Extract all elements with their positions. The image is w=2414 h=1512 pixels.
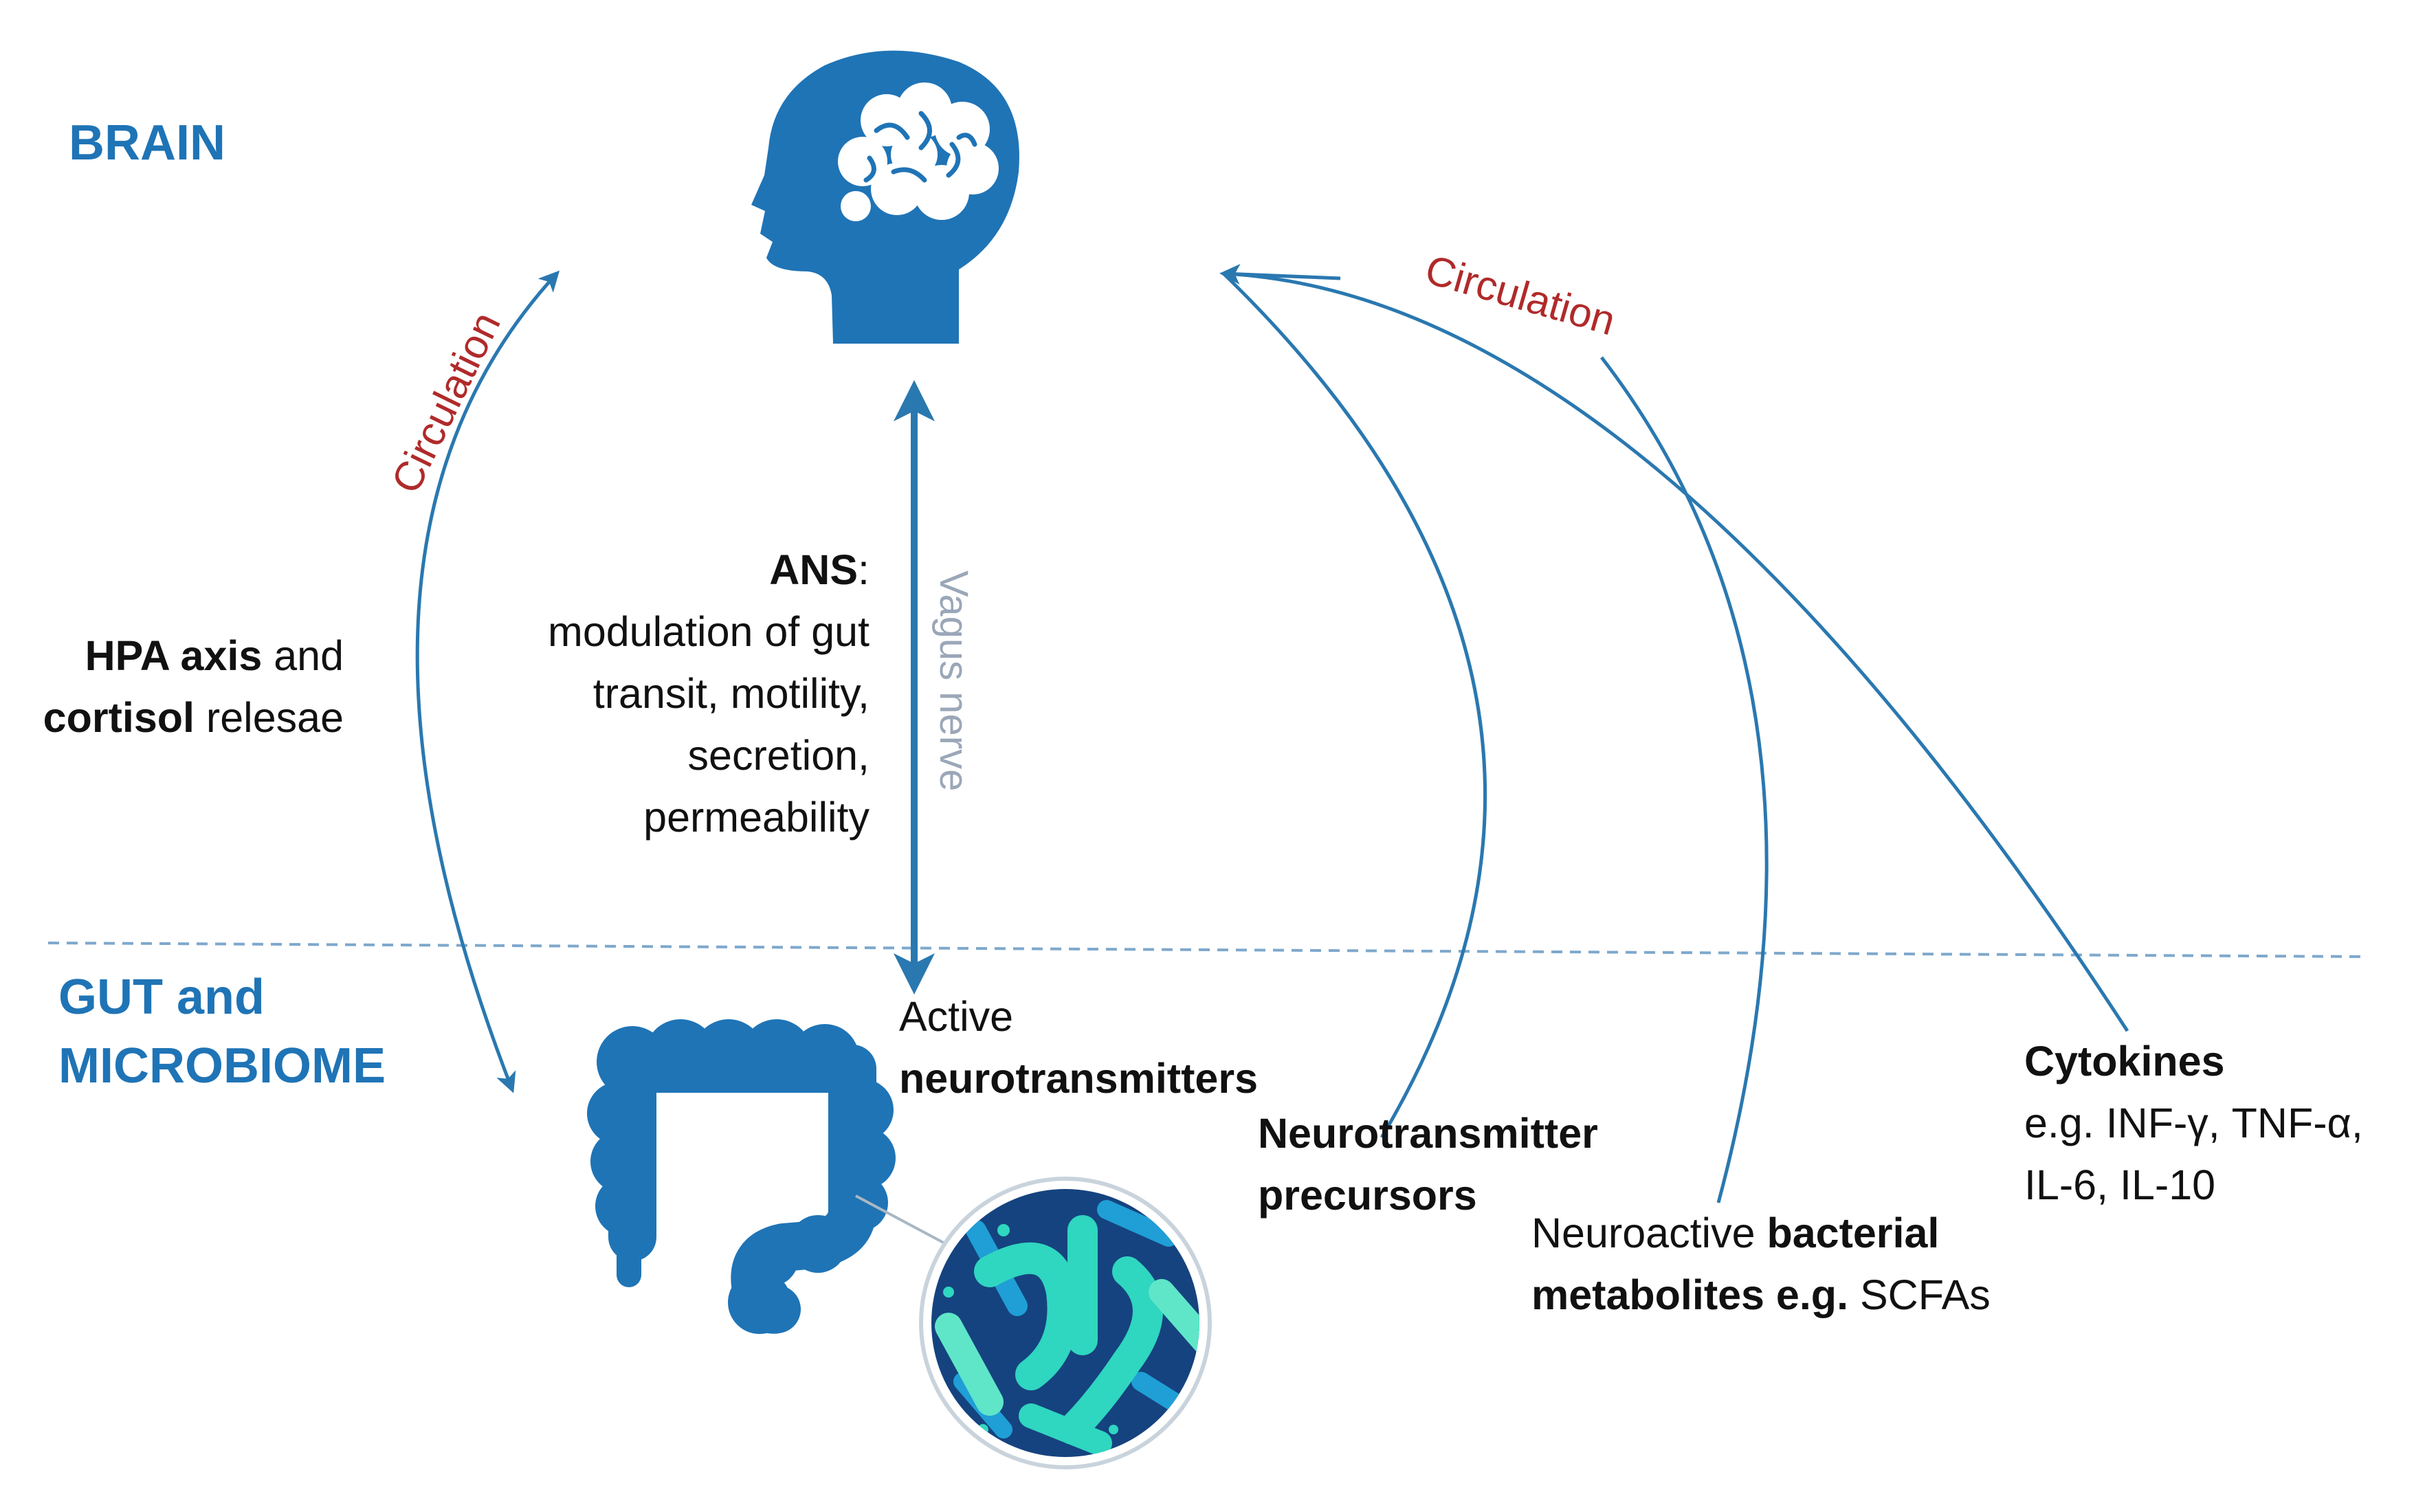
precursor-curve (1222, 272, 1487, 1139)
cytokines-line2: e.g. INF-γ, TNF-α, (2024, 1100, 2363, 1146)
metabolites-line2: metabolites e.g. SCFAs (1531, 1271, 1991, 1318)
ans-title: ANS: (769, 546, 870, 593)
hpa-line2: cortisol relesae (43, 694, 344, 741)
divider-line (47, 942, 2369, 958)
active-neuro-line2: neurotransmitters (899, 1055, 1258, 1102)
gut-label-line1: GUT and (58, 970, 265, 1025)
ans-line1: modulation of gut (548, 608, 870, 655)
cytokines-title: Cytokines (2024, 1038, 2225, 1085)
circulation-arrowhead (1219, 264, 1341, 285)
head-brain-icon (751, 50, 1019, 344)
ans-line2: transit, motility, (593, 670, 870, 717)
active-neuro-line1: Active (899, 993, 1013, 1040)
bacteria-connector (855, 1194, 960, 1252)
ans-line3: secretion, (688, 732, 870, 779)
hpa-circulation-arrow (415, 270, 560, 1093)
metabolite-curve (1600, 356, 1769, 1203)
vagus-nerve-label: Vagus nerve (931, 570, 976, 791)
hpa-line1: HPA axis and (85, 632, 344, 679)
cytokines-line3: IL-6, IL-10 (2024, 1161, 2215, 1208)
intestine-icon (587, 1019, 896, 1334)
gut-label-line2: MICROBIOME (58, 1038, 386, 1093)
cytokine-curve (1223, 271, 2129, 1032)
precursors-line2: precursors (1258, 1172, 1477, 1219)
precursors-line1: Neurotransmitter (1258, 1110, 1598, 1157)
circulation-label-right: Circulation (1420, 246, 1620, 344)
circulation-label-left: Circulation (382, 305, 509, 500)
right-circulation-arrows (1219, 264, 2129, 1203)
bacteria-icon (919, 1177, 1212, 1469)
ans-line4: permeability (643, 794, 870, 841)
brain-label: BRAIN (69, 115, 225, 170)
metabolites-line1: Neuroactive bacterial (1531, 1210, 1939, 1256)
